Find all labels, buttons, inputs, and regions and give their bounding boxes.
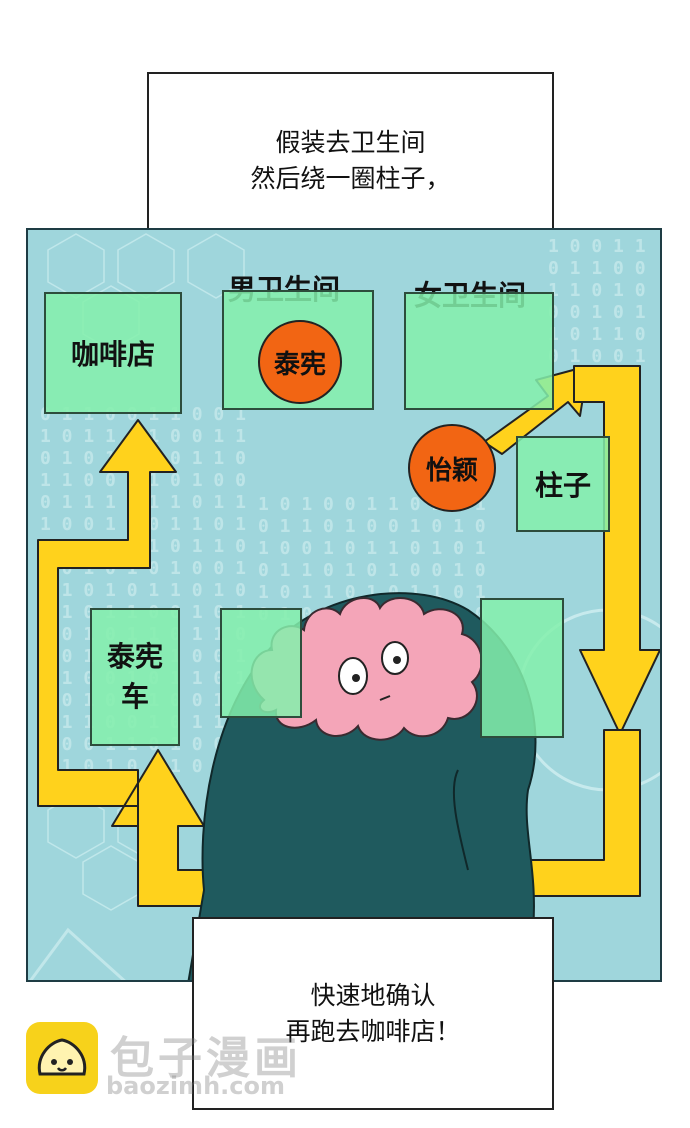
svg-text:0 1 1 0 0: 0 1 1 0 0 bbox=[548, 258, 646, 279]
room-cafe-label: 咖啡店 bbox=[70, 338, 155, 371]
room-middle-block bbox=[220, 608, 302, 718]
watermark-url: baozimh.com bbox=[106, 1072, 285, 1100]
caption-top-line-2: 然后绕一圈柱子， bbox=[250, 164, 451, 193]
caption-top-line-1: 假装去卫生间 bbox=[275, 128, 426, 157]
room-taixian-car: 泰宪车 bbox=[90, 608, 180, 746]
svg-text:0 1 1 0 1 0 0 1 0 1 0: 0 1 1 0 1 0 0 1 0 1 0 bbox=[258, 516, 486, 537]
caption-bottom-line-2: 再跑去咖啡店！ bbox=[285, 1016, 461, 1046]
caption-bottom: 快速地确认 再跑去咖啡店！ bbox=[192, 917, 554, 1110]
svg-text:1 0 0 1 1: 1 0 0 1 1 bbox=[548, 236, 646, 257]
svg-text:0 1 0 0 1: 0 1 0 0 1 bbox=[548, 346, 646, 367]
room-cafe: 咖啡店 bbox=[44, 292, 182, 414]
token-yiying: 怡颖 bbox=[408, 424, 496, 512]
map-panel: 0 1 1 0 0 1 1 0 0 1 1 0 1 1 0 1 0 0 1 1 … bbox=[26, 228, 662, 982]
room-pillar-label: 柱子 bbox=[534, 469, 591, 502]
caption-bottom-line-1: 快速地确认 bbox=[310, 980, 436, 1010]
room-womens-restroom bbox=[404, 292, 554, 410]
svg-text:1 0 1 1 0: 1 0 1 1 0 bbox=[548, 324, 646, 345]
room-right-block bbox=[480, 598, 564, 738]
svg-text:0 1 0 1 0 1 1 0 1 0: 0 1 0 1 0 1 1 0 1 0 bbox=[40, 580, 246, 601]
svg-text:1 0 0 1 0 1 1 0 1 0 1: 1 0 0 1 0 1 1 0 1 0 1 bbox=[258, 538, 486, 559]
baozi-logo-icon bbox=[26, 1022, 98, 1094]
token-taixian: 泰宪 bbox=[258, 320, 342, 404]
room-taixian-car-label: 泰宪车 bbox=[106, 640, 163, 713]
svg-text:1 1 0 1 0: 1 1 0 1 0 bbox=[548, 280, 646, 301]
svg-text:0 0 1 0 1: 0 0 1 0 1 bbox=[548, 302, 646, 323]
route-arrows bbox=[37, 365, 660, 907]
watermark-title: 包子漫画 bbox=[110, 1033, 302, 1084]
svg-text:0 1 1 0 1 0 1 0 0 1 0: 0 1 1 0 1 0 1 0 0 1 0 bbox=[258, 560, 486, 581]
caption-top: 假装去卫生间 然后绕一圈柱子， bbox=[147, 72, 554, 250]
room-pillar: 柱子 bbox=[516, 436, 610, 532]
